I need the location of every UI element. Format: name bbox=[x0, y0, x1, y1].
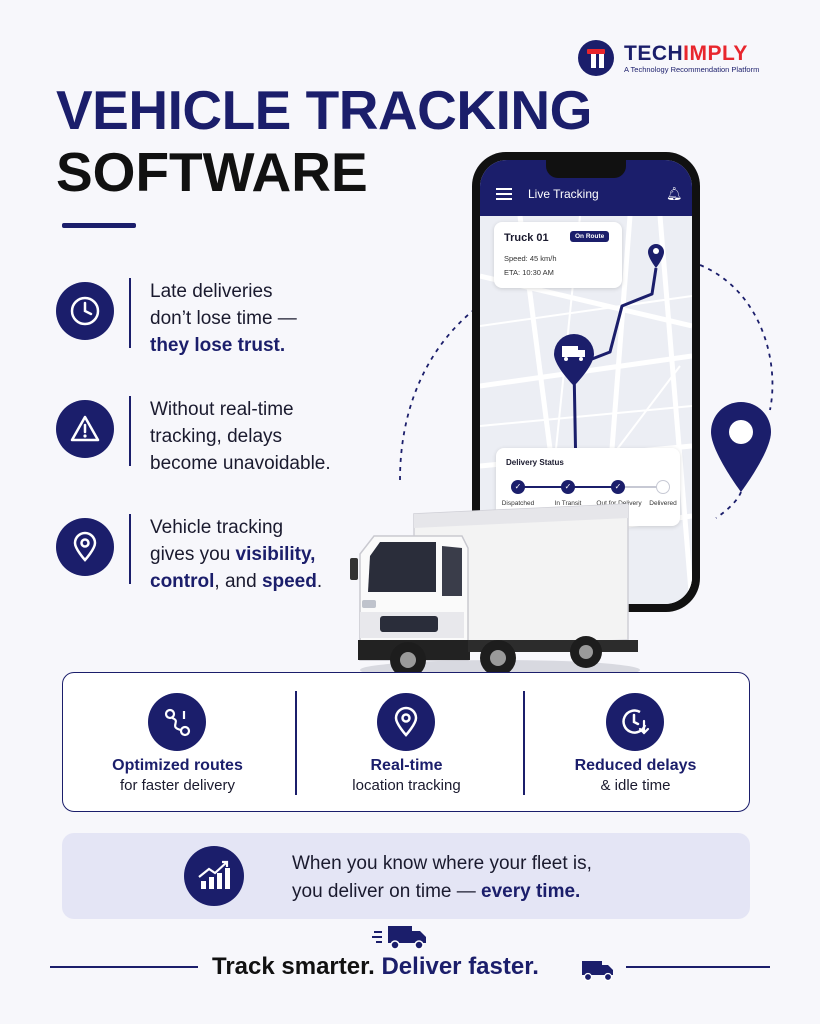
features-panel: Optimized routes for faster delivery Rea… bbox=[62, 672, 750, 812]
step-delivered-pending bbox=[656, 480, 670, 494]
menu-icon[interactable] bbox=[496, 188, 512, 200]
delivery-truck-illustration bbox=[350, 503, 640, 680]
dashed-route-arc bbox=[399, 264, 774, 481]
step-in-transit-check: ✓ bbox=[561, 480, 575, 494]
step-label: Delivered bbox=[649, 500, 677, 507]
step-dispatched-check: ✓ bbox=[511, 480, 525, 494]
truck-icon bbox=[582, 961, 613, 982]
step-label: Dispatched bbox=[501, 500, 535, 507]
point-text: Vehicle tracking gives you visibility, c… bbox=[150, 517, 323, 592]
location-pin-icon bbox=[711, 402, 771, 519]
location-pin-icon bbox=[56, 518, 114, 576]
brand-logo-block: TECHIMPLY A Technology Recommendation Pl… bbox=[578, 40, 798, 80]
step-out-for-delivery-check: ✓ bbox=[611, 480, 625, 494]
clock-icon bbox=[56, 282, 114, 340]
app-header: Live Tracking 🔔︎ bbox=[480, 160, 692, 216]
point-without-tracking: Without real-time tracking, delays becom… bbox=[56, 396, 396, 476]
point-late-deliveries: Late deliveries don’t lose time — they l… bbox=[56, 278, 396, 358]
step-label: Out for Delivery bbox=[596, 500, 642, 507]
feature-divider bbox=[295, 691, 297, 795]
feature-optimized-routes: Optimized routes for faster delivery bbox=[63, 673, 292, 813]
page-title-line2: SOFTWARE bbox=[56, 141, 368, 203]
clock-down-icon bbox=[606, 693, 664, 751]
page-title-line1: VEHICLE TRACKING bbox=[56, 79, 592, 141]
feature-title: Real-time bbox=[370, 757, 443, 774]
feature-divider bbox=[523, 691, 525, 795]
footer-rule-left bbox=[50, 966, 198, 968]
step-label: In Transit bbox=[554, 500, 582, 507]
fleet-banner: When you know where your fleet is, you d… bbox=[62, 833, 750, 919]
growth-chart-icon bbox=[184, 846, 244, 906]
banner-text: When you know where your fleet is, you d… bbox=[292, 853, 592, 902]
status-badge: On Route bbox=[570, 231, 610, 242]
route-icon bbox=[148, 693, 206, 751]
feature-title: Optimized routes bbox=[112, 757, 243, 774]
feature-subtitle: location tracking bbox=[352, 777, 461, 794]
brand-name: TECHIMPLY bbox=[624, 42, 748, 65]
point-divider bbox=[129, 514, 131, 584]
truck-speed: Speed: 45 km/h bbox=[504, 254, 557, 263]
point-text: Late deliveries don’t lose time — they l… bbox=[150, 281, 297, 356]
feature-title: Reduced delays bbox=[574, 757, 697, 774]
slogan: Track smarter. Deliver faster. bbox=[212, 953, 539, 980]
location-pin-icon bbox=[377, 693, 435, 751]
warning-icon bbox=[56, 400, 114, 458]
status-title: Delivery Status bbox=[506, 458, 564, 467]
point-divider bbox=[129, 278, 131, 348]
feature-real-time: Real-time location tracking bbox=[292, 673, 521, 813]
brand-tagline: A Technology Recommendation Platform bbox=[624, 65, 760, 74]
feature-subtitle: & idle time bbox=[600, 777, 671, 794]
truck-eta: ETA: 10:30 AM bbox=[504, 268, 554, 277]
footer-rule-right bbox=[626, 966, 770, 968]
truck-name: Truck 01 bbox=[504, 232, 549, 244]
feature-reduced-delays: Reduced delays & idle time bbox=[521, 673, 750, 813]
bell-icon[interactable]: 🔔︎ bbox=[666, 186, 683, 201]
app-title: Live Tracking bbox=[528, 187, 599, 201]
feature-subtitle: for faster delivery bbox=[119, 777, 236, 794]
brand-logo-icon bbox=[578, 40, 614, 76]
truck-info-card[interactable]: Truck 01 On Route Speed: 45 km/h ETA: 10… bbox=[494, 222, 622, 288]
point-divider bbox=[129, 396, 131, 466]
point-text: Without real-time tracking, delays becom… bbox=[150, 399, 331, 474]
title-underline bbox=[62, 223, 136, 228]
point-vehicle-tracking: Vehicle tracking gives you visibility, c… bbox=[56, 514, 396, 594]
moving-truck-icon bbox=[372, 926, 426, 950]
